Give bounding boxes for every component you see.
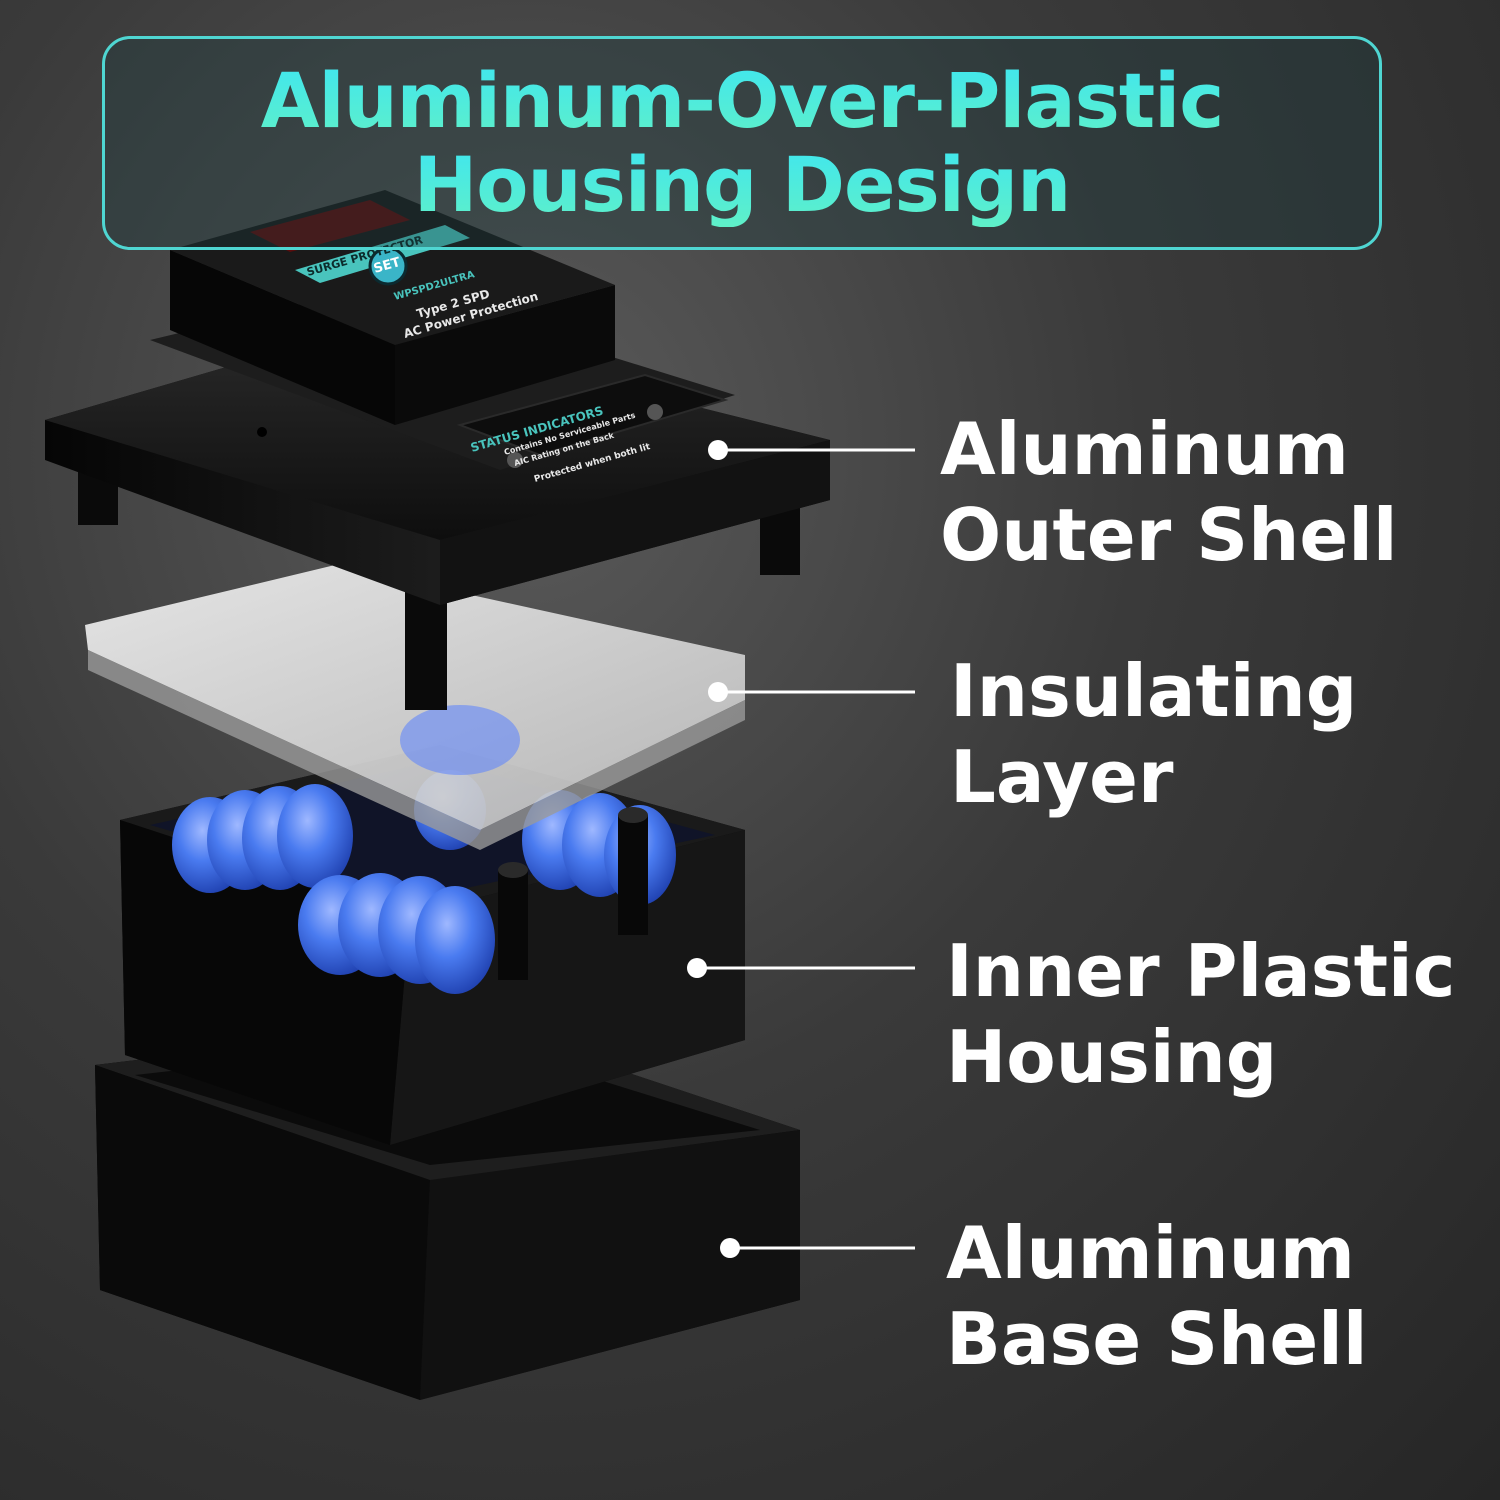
set-button-label: SET	[372, 255, 402, 277]
callout-aluminum-outer-shell: Aluminum Outer Shell	[940, 406, 1398, 578]
inner-plastic-housing	[120, 745, 745, 1145]
callout-leaders	[687, 440, 915, 1258]
aluminum-outer-shell	[45, 190, 830, 710]
callout-line: Outer Shell	[940, 493, 1398, 577]
callout-line: Base Shell	[946, 1297, 1368, 1381]
callout-line: Inner Plastic	[946, 929, 1456, 1013]
title-line-1: Aluminum-Over-Plastic	[260, 56, 1225, 145]
callout-inner-plastic-housing: Inner Plastic Housing	[946, 928, 1455, 1100]
title-banner: Aluminum-Over-Plastic Housing Design	[102, 36, 1382, 250]
callout-aluminum-base-shell: Aluminum Base Shell	[946, 1210, 1368, 1382]
callout-line: Aluminum	[946, 1211, 1355, 1295]
callout-line: Housing	[946, 1015, 1278, 1099]
callout-line: Layer	[950, 735, 1174, 819]
callout-insulating-layer: Insulating Layer	[950, 648, 1357, 820]
title-line-2: Housing Design	[413, 140, 1072, 229]
callout-line: Aluminum	[940, 407, 1349, 491]
callout-line: Insulating	[950, 649, 1358, 733]
